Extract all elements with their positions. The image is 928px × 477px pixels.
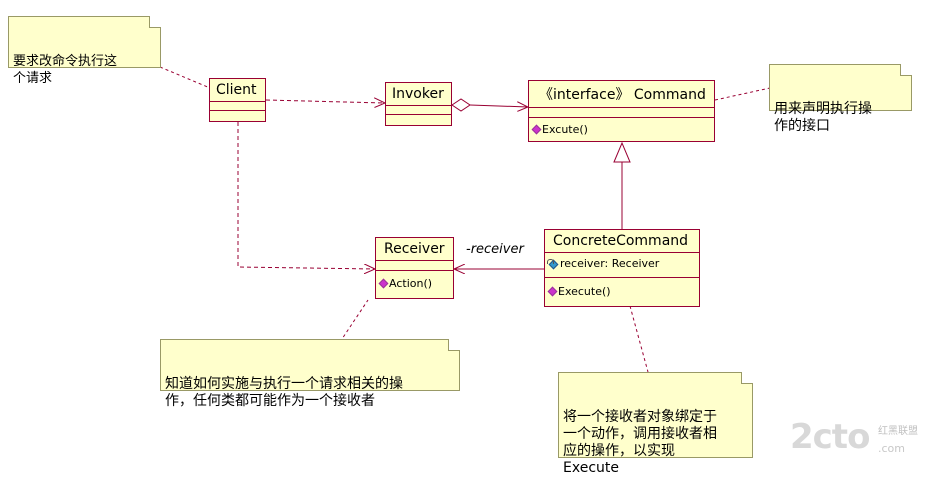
command-operation: Excute()	[542, 123, 588, 136]
command-operation-row: Excute()	[529, 122, 714, 137]
receiver-class-name: Receiver	[376, 238, 453, 261]
private-attribute-icon	[547, 258, 558, 269]
receiver-note: 知道如何实施与执行一个请求相关的操 作，任何类都可能作为一个接收者	[160, 339, 460, 409]
concrete-attribute-row: receiver: Receiver	[545, 256, 699, 271]
note-fold-icon	[900, 64, 912, 76]
receiver-role-label: -receiver	[466, 242, 524, 257]
invoker-attributes	[386, 106, 451, 115]
watermark-logo: 2cto 红黑联盟 .com	[790, 417, 918, 457]
receiver-note-text: 知道如何实施与执行一个请求相关的操 作，任何类都可能作为一个接收者	[165, 376, 403, 409]
concrete-note-text: 将一个接收者对象绑定于 一个动作，调用接收者相 应的操作，以实现 Execute	[563, 409, 717, 476]
receiver-operations: Action()	[376, 271, 453, 296]
note-fold-icon	[741, 372, 753, 384]
concrete-class-name: ConcreteCommand	[545, 230, 699, 253]
receiver-attributes	[376, 261, 453, 271]
invoker-class[interactable]: Invoker	[385, 82, 452, 126]
client-attributes	[210, 102, 265, 111]
invoker-operations	[386, 115, 451, 123]
concrete-note: 将一个接收者对象绑定于 一个动作，调用接收者相 应的操作，以实现 Execute	[558, 372, 753, 476]
command-interface[interactable]: 《interface》 Command Excute()	[528, 80, 715, 142]
client-receiver-dependency	[237, 122, 375, 269]
concrete-operation: Execute()	[558, 285, 611, 298]
note-fold-icon	[149, 16, 161, 28]
command-note-anchor	[714, 87, 771, 101]
client-note: 要求改命令执行这 个请求	[8, 16, 161, 86]
watermark-subtitle: 红黑联盟	[878, 426, 918, 437]
concrete-note-anchor	[629, 305, 649, 373]
receiver-operation-row: Action()	[376, 276, 453, 291]
client-class-name: Client	[210, 79, 265, 102]
client-invoker-dependency	[265, 100, 385, 103]
command-attributes	[529, 108, 714, 118]
operation-diamond-icon	[378, 278, 389, 289]
operation-diamond-icon	[547, 286, 558, 297]
command-note-text: 用来声明执行操 作的接口	[774, 101, 872, 134]
concrete-attributes: receiver: Receiver	[545, 253, 699, 278]
realization-triangle	[613, 141, 631, 163]
receiver-note-anchor	[339, 299, 369, 343]
note-fold-icon	[448, 339, 460, 351]
command-note: 用来声明执行操 作的接口	[769, 64, 912, 134]
client-class[interactable]: Client	[209, 78, 266, 122]
operation-diamond-icon	[531, 124, 542, 135]
watermark-domain: .com	[878, 442, 905, 455]
command-class-name: 《interface》 Command	[529, 81, 714, 108]
receiver-class[interactable]: Receiver Action()	[375, 237, 454, 299]
concrete-operation-row: Execute()	[545, 284, 699, 299]
concrete-command-class[interactable]: ConcreteCommand receiver: Receiver Execu…	[544, 229, 700, 307]
concrete-operations: Execute()	[545, 278, 699, 305]
invoker-class-name: Invoker	[386, 83, 451, 106]
client-operations	[210, 111, 265, 119]
client-note-text: 要求改命令执行这 个请求	[13, 54, 118, 86]
receiver-operation: Action()	[389, 277, 433, 290]
watermark-logo-text: 2cto	[790, 417, 870, 457]
aggregation-diamond	[451, 98, 471, 112]
invoker-command-aggregation	[469, 105, 528, 107]
command-operations: Excute()	[529, 118, 714, 141]
client-note-anchor	[159, 66, 211, 89]
concrete-attribute: receiver: Receiver	[560, 257, 660, 270]
